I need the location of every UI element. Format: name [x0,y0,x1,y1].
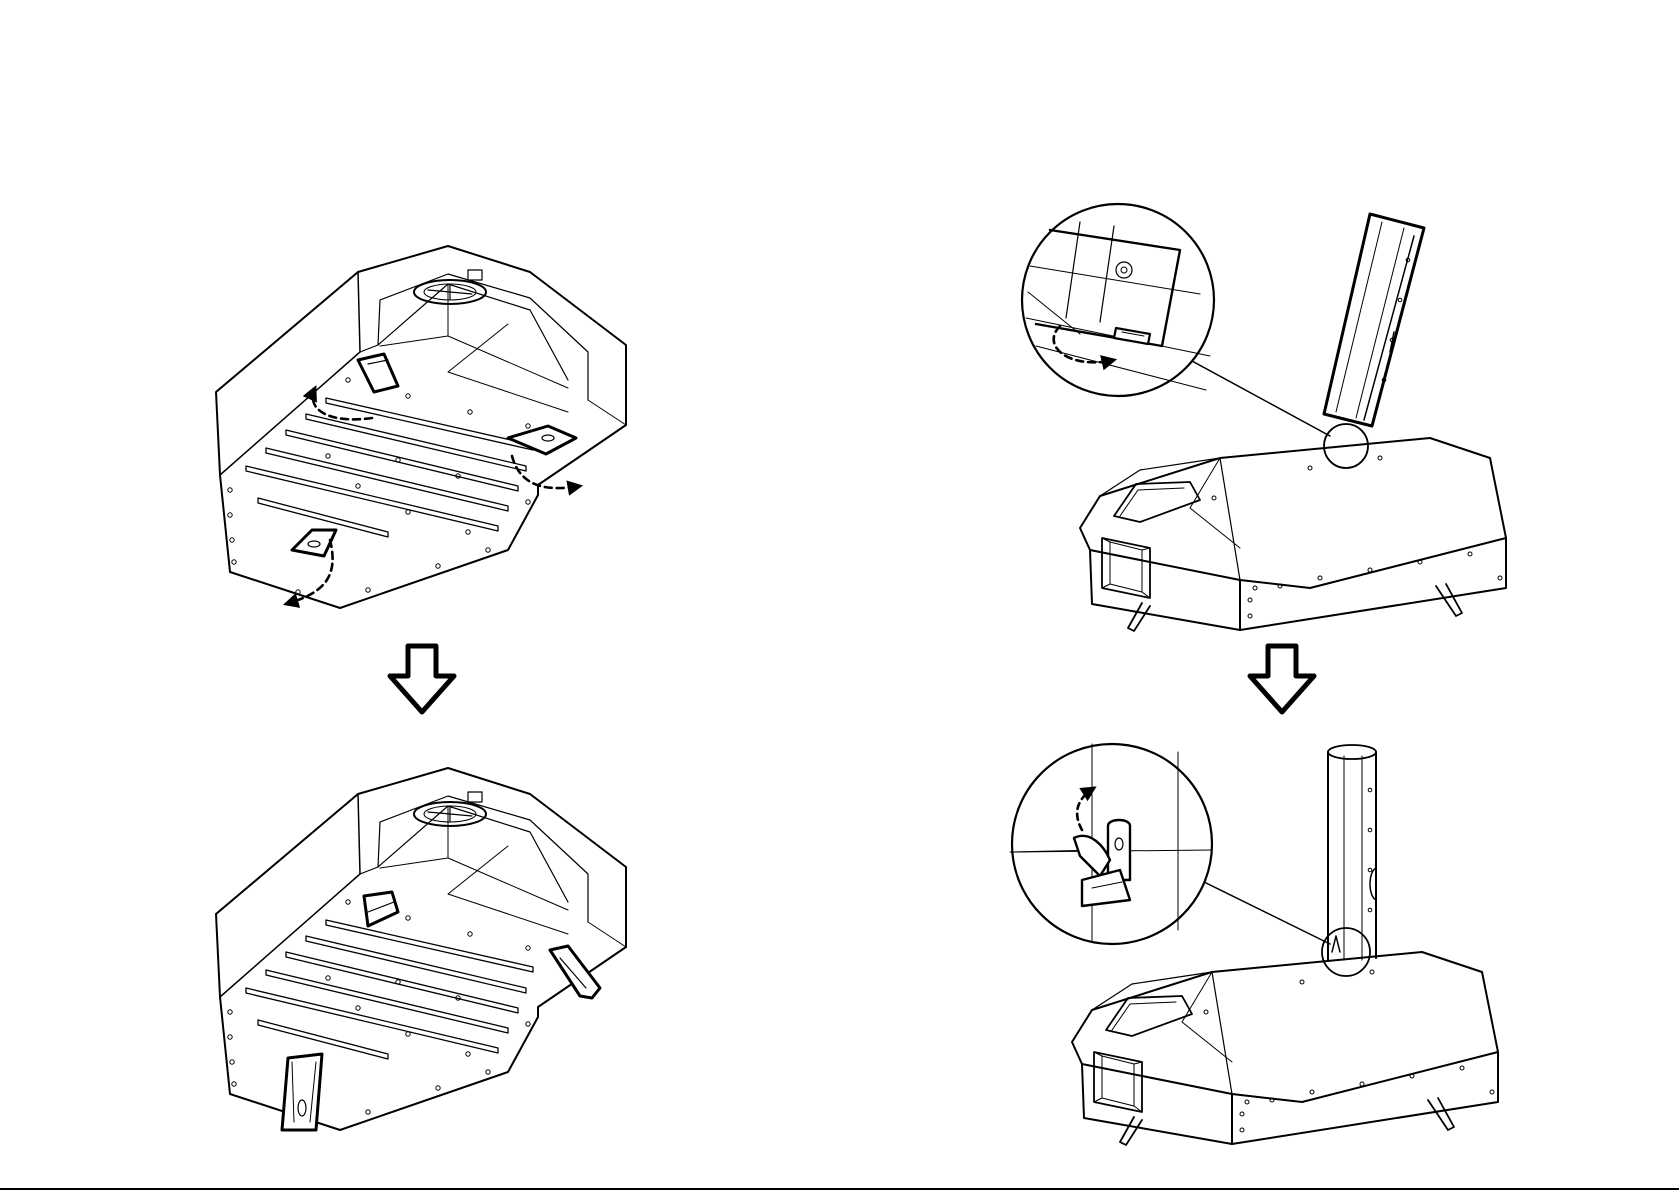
oven-underside-legs-folded [216,246,626,608]
step-down-arrow-left [390,646,454,712]
oven-upright-bottom [1072,952,1498,1145]
step-down-arrow-right [1250,646,1314,712]
chimney-installed [1328,745,1376,960]
oven-underside-legs-extended [216,768,626,1130]
detail-circle-chimney-latch [1022,204,1368,468]
chimney-tilted [1324,214,1424,426]
motion-arrows-fold-out [286,388,580,604]
oven-upright-top [1080,438,1506,631]
page-bottom-rule [0,1188,1679,1190]
detail-circle-chimney-clip [1010,744,1370,976]
